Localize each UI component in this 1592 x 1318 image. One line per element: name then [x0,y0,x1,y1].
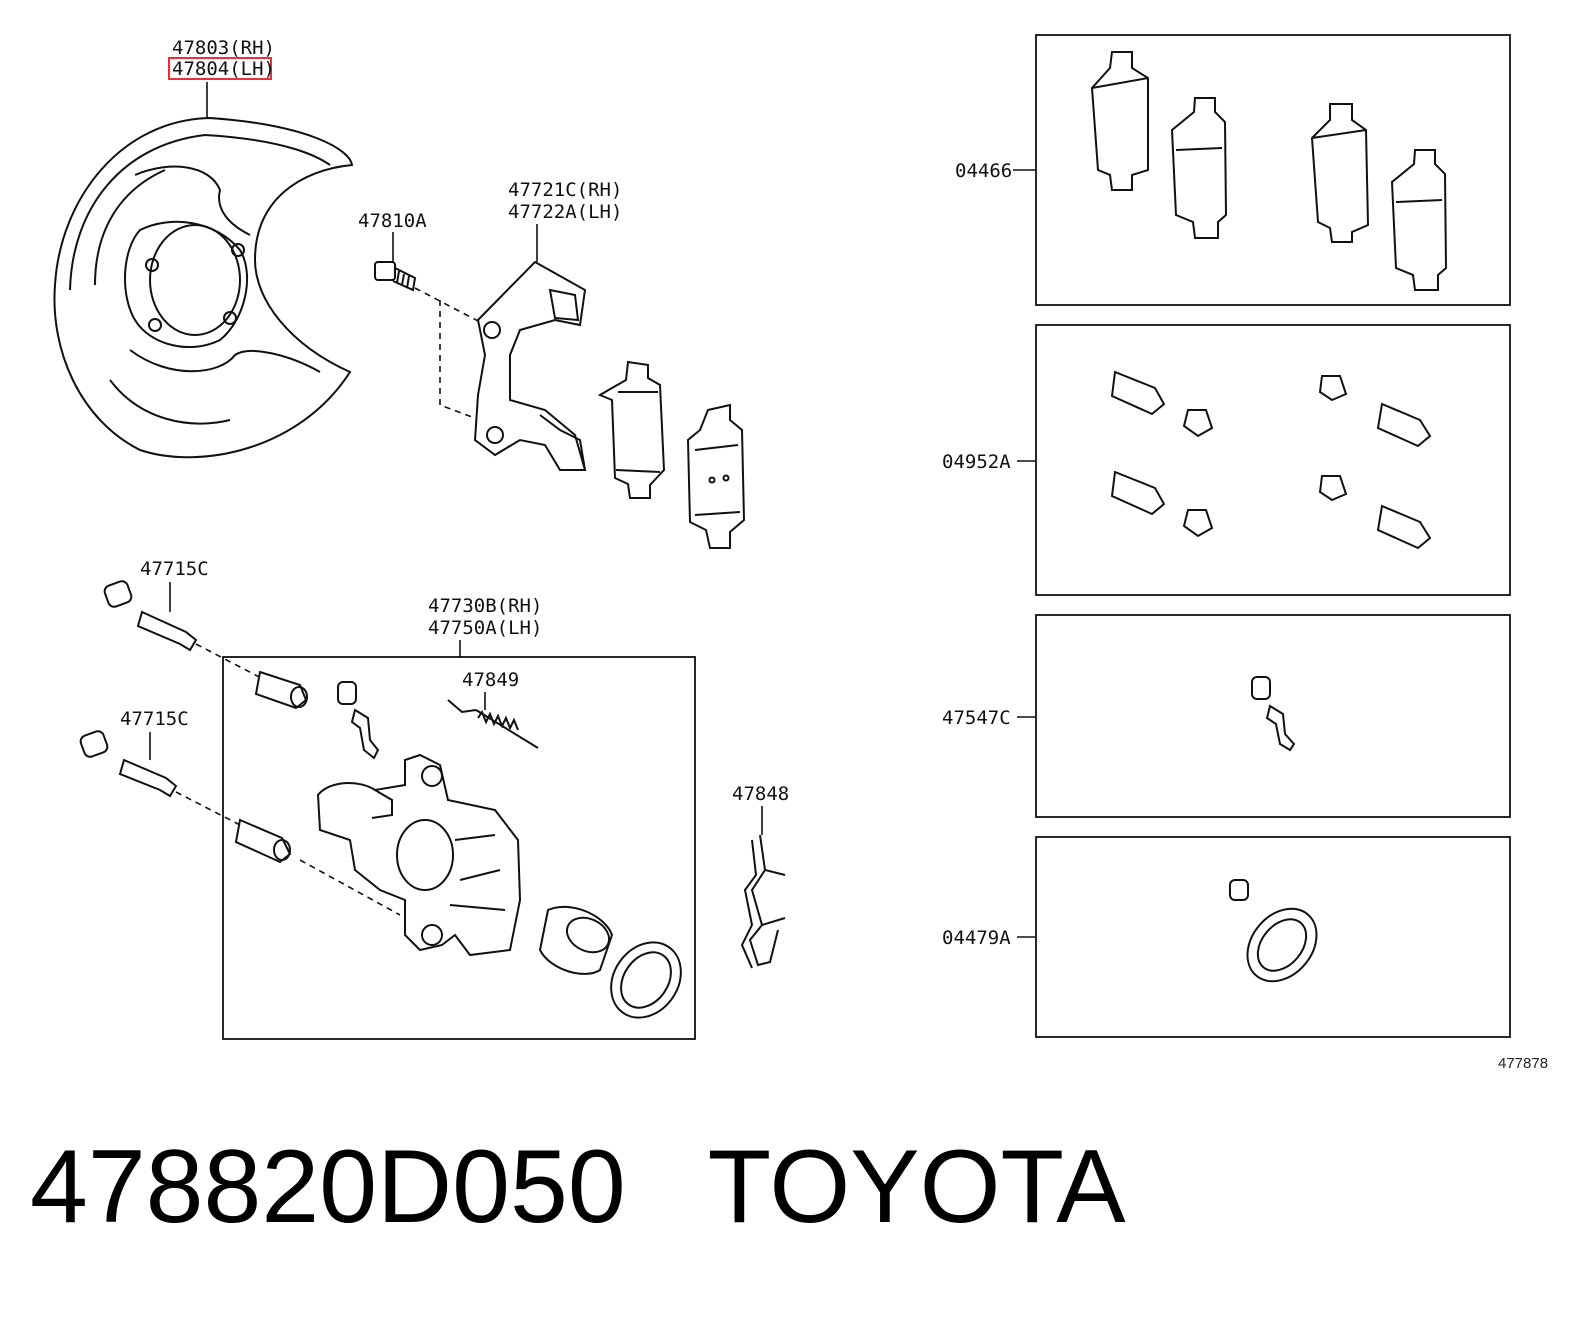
piston-seal [610,941,682,1019]
label-kit-seal: 04479A [942,927,1011,949]
caliper-pin-boot-lower [234,818,292,864]
label-caliper-lh: 47750A(LH) [428,617,542,639]
diagram-reference-number: 477878 [1498,1055,1548,1072]
label-pin-lower: 47715C [120,708,189,730]
kit-seal-parts [1229,879,1318,983]
bleeder-screw [350,708,380,760]
brand-name: TOYOTA [707,1129,1126,1245]
label-kit-bleeder: 47547C [942,707,1011,729]
label-bolt: 47810A [358,210,427,232]
kit-box-bleeder [1035,614,1511,818]
label-mount-rh: 47721C(RH) [508,179,622,201]
caliper-body [316,753,522,957]
dust-shield [53,116,354,459]
guide-pin-lower [79,730,178,798]
spring-part [447,699,539,749]
caliper-assembly-box [222,656,696,1040]
label-shield-lh: 47804(LH) [172,58,275,80]
caliper-piston [538,905,614,975]
label-spring: 47849 [462,669,519,691]
label-shield-rh: 47803(RH) [172,37,275,59]
label-mount-lh: 47722A(LH) [508,201,622,223]
anti-rattle-clip [740,834,786,969]
kit-pad-set [1090,51,1448,291]
label-caliper-rh: 47730B(RH) [428,595,542,617]
guide-pin-upper [103,580,198,652]
label-kit-pins: 04952A [942,451,1011,473]
kit-bleeder-parts [1251,676,1296,752]
label-pin-upper: 47715C [140,558,209,580]
part-number: 478820D050 [30,1129,626,1245]
label-clip: 47848 [732,783,789,805]
bolt-part [374,261,417,292]
brake-pad-inner [597,360,666,499]
caliper-bracket [473,260,587,471]
label-kit-pads: 04466 [955,160,1012,182]
kit-pin-boots [1110,370,1432,550]
caliper-pin-boot-upper [254,670,308,710]
bleeder-cap [337,681,357,705]
label-highlight-box [168,57,272,80]
brake-pad-outer [686,403,746,549]
kit-box-pins [1035,324,1511,596]
